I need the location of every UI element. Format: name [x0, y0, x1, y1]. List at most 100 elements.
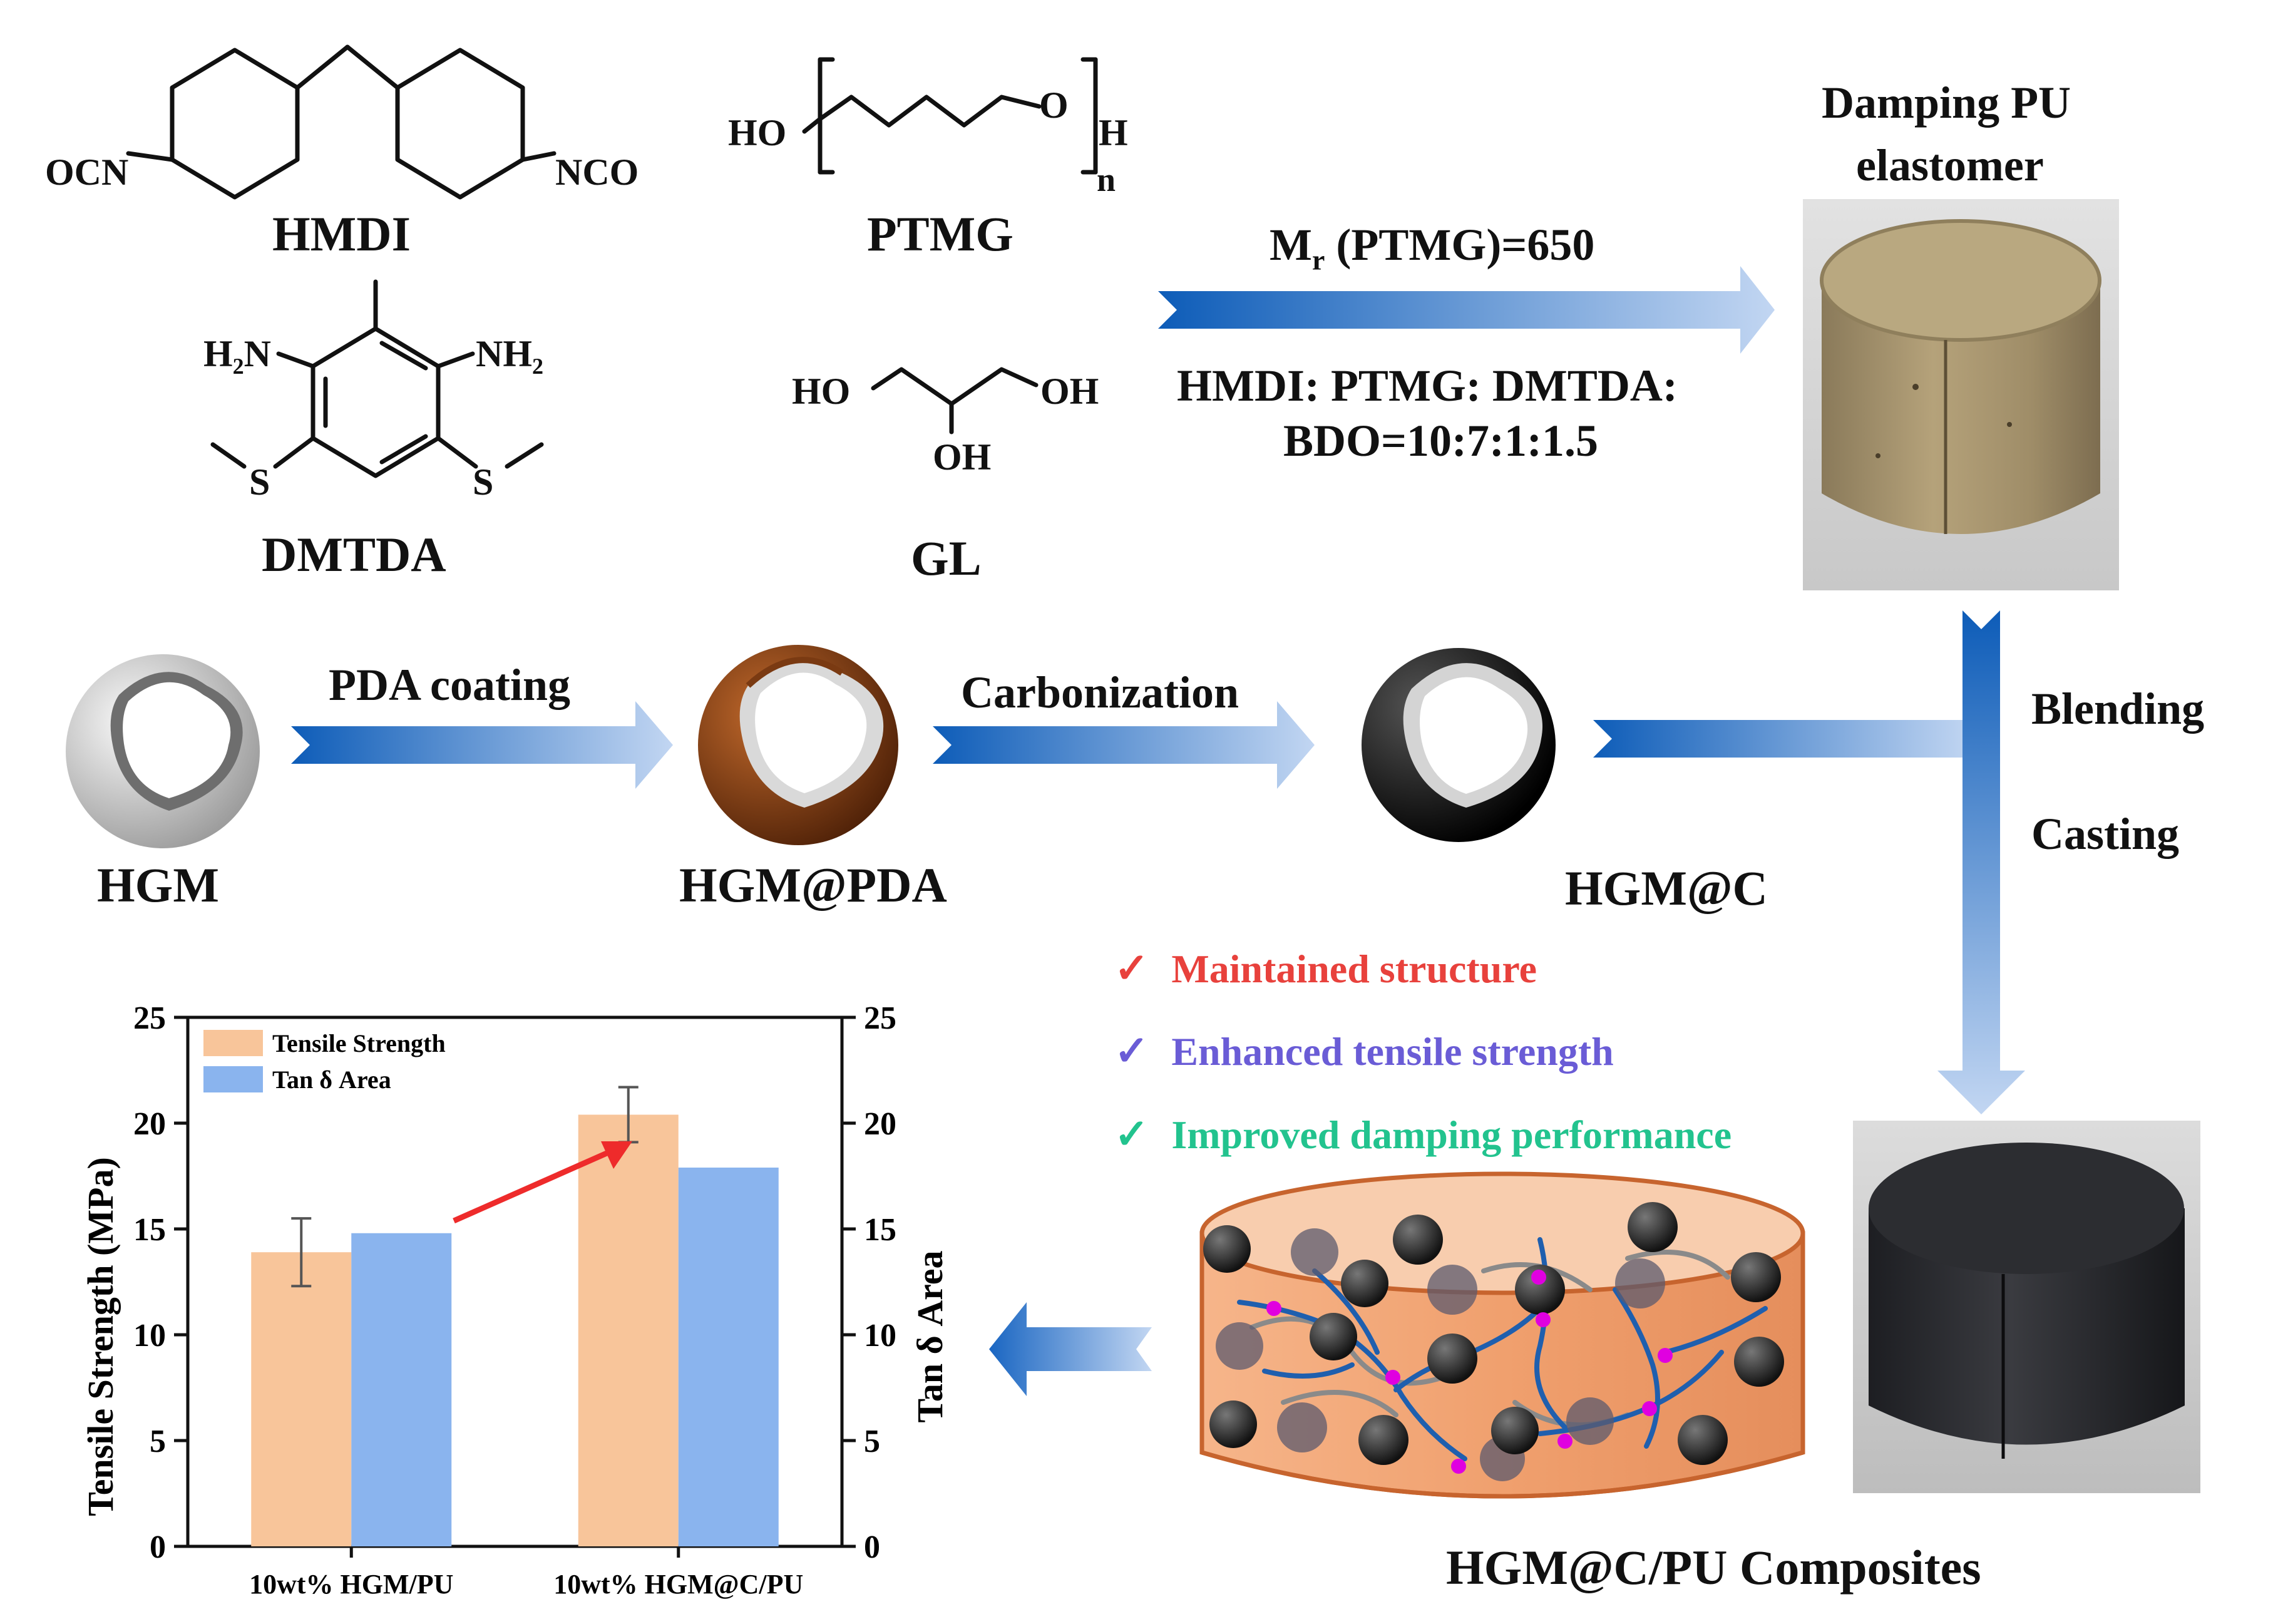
crosslink-node	[1536, 1312, 1551, 1327]
y-tick-label: 25	[133, 1000, 166, 1036]
particle	[1341, 1260, 1388, 1307]
y-tick-label: 20	[133, 1106, 166, 1142]
plot-frame	[186, 1015, 844, 1548]
mr-rest: (PTMG)=650	[1325, 220, 1595, 270]
y-axis-title: Tensile Strength (MPa)	[80, 1157, 121, 1516]
ptmg-n: n	[1097, 161, 1116, 198]
particle	[1491, 1407, 1539, 1454]
y2-axis-title: Tan δ Area	[910, 1250, 950, 1422]
gl-oh-bottom: OH	[933, 436, 991, 478]
crosslink-node	[1658, 1348, 1673, 1363]
hgm-label: HGM	[97, 858, 219, 912]
benefit-1: ✓ Maintained structure	[1114, 948, 1537, 990]
hmdi-nco: NCO	[555, 152, 639, 193]
pu-elastomer-photo	[1803, 199, 2119, 590]
increase-arrow	[453, 1146, 618, 1224]
particle	[1628, 1202, 1678, 1252]
particle	[1734, 1337, 1784, 1387]
blending-label: Blending	[2031, 684, 2205, 734]
carbonization-label: Carbonization	[961, 667, 1239, 717]
x-tick-label: 10wt% HGM/PU	[249, 1569, 453, 1600]
crosslink-node	[1385, 1370, 1400, 1385]
benefit-1-text: Maintained structure	[1171, 947, 1537, 991]
hgm-c-sphere	[1362, 648, 1556, 842]
bar-tan-1	[678, 1167, 779, 1546]
y2-tick-label: 5	[864, 1424, 880, 1459]
crosslink-node	[1642, 1401, 1657, 1416]
particle	[1731, 1252, 1781, 1302]
gl-name: GL	[911, 531, 982, 585]
product-title-2: elastomer	[1856, 140, 2044, 190]
y-tick-label: 10	[133, 1318, 166, 1354]
hgm-c-label: HGM@C	[1565, 861, 1768, 915]
particle	[1515, 1265, 1565, 1315]
ratio-line2: BDO=10:7:1:1.5	[1283, 416, 1598, 466]
hgmc-connector-arrow	[1593, 720, 1972, 758]
y2-tick-label: 0	[864, 1529, 880, 1565]
chart-legend: Tensile Strength Tan δ Area	[203, 1029, 446, 1094]
particle	[1678, 1415, 1728, 1465]
dmtda-nh2-left: H₂N	[203, 333, 271, 374]
y-tick-label: 5	[150, 1424, 166, 1459]
mr-sub: r	[1311, 244, 1325, 276]
composite-label: HGM@C/PU Composites	[1446, 1540, 1981, 1595]
legend-swatch-tensile	[203, 1030, 263, 1056]
dmtda-name: DMTDA	[262, 527, 446, 582]
crosslink-node	[1451, 1459, 1466, 1474]
chart-axes	[174, 1015, 856, 1558]
increase-arrowhead	[601, 1141, 632, 1169]
crosslink-node	[1266, 1301, 1281, 1316]
dmtda-s-left: S	[249, 461, 270, 503]
crosslink-node	[1531, 1270, 1546, 1285]
ptmg-name: PTMG	[867, 207, 1013, 261]
bar-tensile-1	[578, 1114, 679, 1546]
bar-tan-0	[351, 1233, 452, 1546]
ptmg-ho: HO	[728, 112, 786, 153]
mr-ptmg-label: Mr (PTMG)=650	[1270, 222, 1594, 274]
legend-tensile: Tensile Strength	[272, 1029, 446, 1057]
benefit-2-text: Enhanced tensile strength	[1171, 1029, 1614, 1074]
pda-coating-label: PDA coating	[329, 660, 570, 710]
composite-photo	[1853, 1121, 2200, 1493]
product-title-1: Damping PU	[1822, 78, 2071, 128]
hgm-pda-sphere	[698, 645, 898, 845]
hgm-sphere	[66, 654, 260, 848]
benefit-3-text: Improved damping performance	[1171, 1113, 1732, 1157]
hgm-pda-label: HGM@PDA	[679, 858, 947, 912]
gl-oh-right: OH	[1040, 371, 1099, 412]
particle	[1393, 1215, 1443, 1265]
particle	[1310, 1313, 1357, 1360]
casting-label: Casting	[2031, 809, 2180, 859]
y-tick-label: 0	[150, 1529, 166, 1565]
y-tick-label: 15	[133, 1212, 166, 1248]
hmdi-ocn: OCN	[45, 152, 128, 193]
synthesis-arrow	[1158, 266, 1775, 354]
chart-bars	[251, 1086, 779, 1546]
ptmg-o: O	[1039, 85, 1069, 126]
x-tick-label: 10wt% HGM@C/PU	[553, 1569, 803, 1600]
bar-tensile-0	[251, 1252, 352, 1546]
y2-tick-label: 15	[864, 1212, 896, 1248]
hmdi-name: HMDI	[272, 207, 411, 261]
check-icon: ✓	[1114, 1112, 1149, 1158]
pda-coating-arrow	[291, 701, 673, 789]
y2-tick-label: 25	[864, 1000, 896, 1036]
legend-swatch-tan	[203, 1066, 263, 1092]
blending-casting-arrow	[1937, 610, 2025, 1114]
particle	[1358, 1415, 1408, 1465]
composite-illustration	[1199, 1171, 1805, 1499]
check-icon: ✓	[1114, 946, 1149, 992]
benefit-3: ✓ Improved damping performance	[1114, 1114, 1732, 1156]
carbonization-arrow	[933, 701, 1315, 789]
ptmg-h: H	[1099, 112, 1128, 153]
particle	[1427, 1334, 1477, 1384]
to-chart-arrow	[989, 1302, 1152, 1396]
particle	[1203, 1225, 1251, 1273]
legend-tan: Tan δ Area	[272, 1066, 391, 1094]
crosslink-node	[1557, 1434, 1573, 1449]
gl-ho: HO	[792, 371, 850, 412]
particle	[1209, 1400, 1257, 1448]
check-icon: ✓	[1114, 1029, 1149, 1074]
